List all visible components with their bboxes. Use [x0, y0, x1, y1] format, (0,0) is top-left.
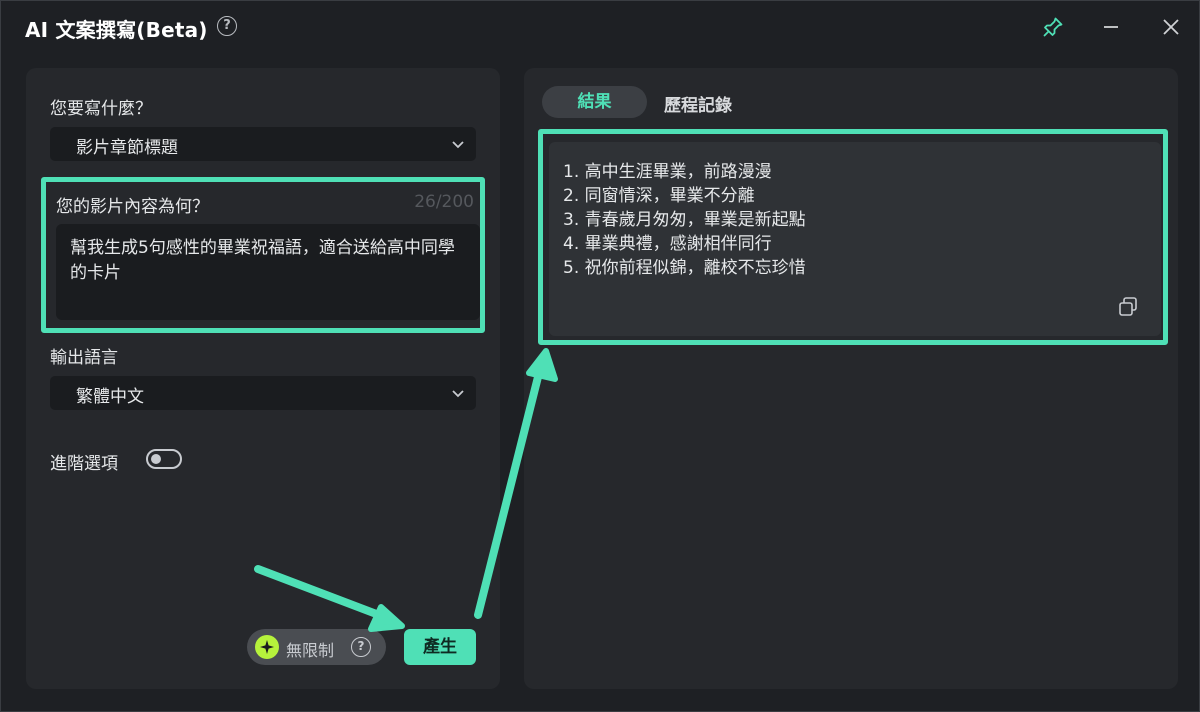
result-line: 5. 祝你前程似錦，離校不忘珍惜 — [563, 258, 806, 278]
result-line: 3. 青春歲月匆匆，畢業是新起點 — [563, 210, 806, 230]
tab-history[interactable]: 歷程記錄 — [664, 96, 732, 116]
what-to-write-value: 影片章節標題 — [76, 138, 178, 158]
advanced-options-label: 進階選項 — [50, 454, 118, 474]
result-output-box: 1. 高中生涯畢業，前路漫漫 2. 同窗情深，畢業不分離 3. 青春歲月匆匆，畢… — [549, 142, 1161, 336]
output-language-select[interactable]: 繁體中文 — [50, 376, 476, 410]
help-circle-icon[interactable]: ? — [351, 637, 371, 657]
close-button[interactable] — [1157, 13, 1185, 41]
what-to-write-select[interactable]: 影片章節標題 — [50, 127, 476, 161]
copy-icon[interactable] — [1117, 296, 1139, 318]
what-to-write-label: 您要寫什麼？ — [50, 99, 152, 119]
output-language-value: 繁體中文 — [76, 387, 144, 407]
video-content-label: 您的影片內容為何？ — [56, 197, 209, 217]
pin-button[interactable] — [1039, 13, 1067, 41]
result-line: 1. 高中生涯畢業，前路漫漫 — [563, 162, 772, 182]
tab-results[interactable]: 結果 — [542, 86, 647, 118]
spark-icon — [255, 635, 279, 659]
close-icon — [1163, 19, 1179, 35]
output-language-label: 輸出語言 — [50, 348, 118, 368]
minimize-button[interactable] — [1097, 13, 1125, 41]
pin-icon — [1043, 17, 1063, 37]
video-content-section: 您的影片內容為何？ 26/200 幫我生成5句感性的畢業祝福語，適合送給高中同學… — [41, 177, 485, 333]
window-title: AI 文案撰寫(Beta) — [25, 18, 208, 42]
result-highlight: 1. 高中生涯畢業，前路漫漫 2. 同窗情深，畢業不分離 3. 青春歲月匆匆，畢… — [538, 129, 1168, 345]
character-counter: 26/200 — [414, 192, 474, 212]
result-line: 2. 同窗情深，畢業不分離 — [563, 186, 755, 206]
unlimited-quota-badge: 無限制 ? — [247, 629, 386, 665]
toggle-knob — [151, 454, 161, 464]
unlimited-label: 無限制 — [286, 641, 335, 660]
chevron-down-icon — [452, 390, 464, 398]
video-content-textarea[interactable]: 幫我生成5句感性的畢業祝福語，適合送給高中同學的卡片 — [56, 224, 480, 320]
help-circle-icon[interactable]: ? — [217, 16, 237, 36]
chevron-down-icon — [452, 141, 464, 149]
advanced-options-toggle[interactable] — [146, 449, 182, 469]
title-bar: AI 文案撰寫(Beta) ? — [1, 1, 1199, 53]
generate-button[interactable]: 產生 — [404, 629, 476, 665]
minimize-icon — [1104, 26, 1118, 28]
result-line: 4. 畢業典禮，感謝相伴同行 — [563, 234, 772, 254]
